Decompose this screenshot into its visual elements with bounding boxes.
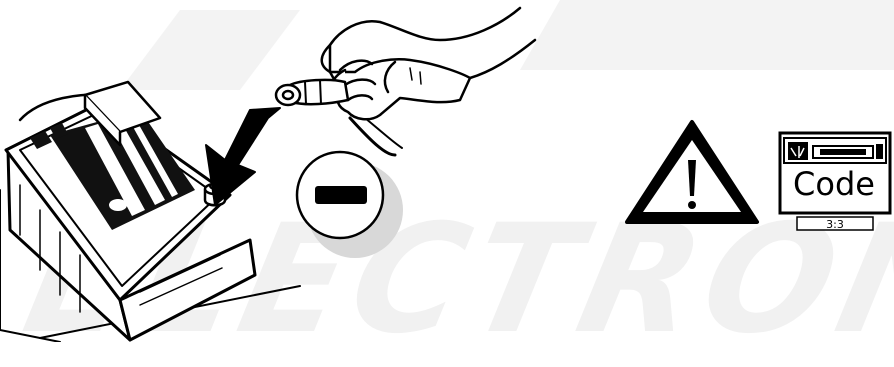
watermark-shapes [120,0,894,90]
minus-sign-icon [297,152,403,258]
warning-triangle-icon [627,122,757,222]
diagram-canvas [0,0,894,342]
code-counter: 3:3 [798,218,872,232]
code-label: Code [786,168,882,200]
hand-with-cable [276,8,535,155]
arrow-icon [206,108,280,205]
